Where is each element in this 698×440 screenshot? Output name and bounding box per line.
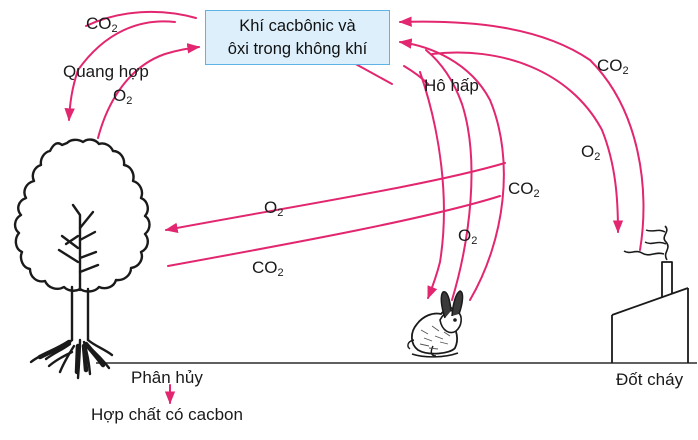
arrow-co2-to-tree [64, 20, 176, 122]
arrow-o2-atmosphere-to-factory [431, 51, 624, 234]
atmosphere-box-line1: Khí cacbônic và [239, 17, 356, 36]
arrow-co2-rabbit-secondary [425, 49, 473, 301]
label-o2-rabbit: O2 [458, 226, 478, 247]
label-o2-tree-output: O2 [113, 86, 133, 107]
arrow-co2-factory-to-atmosphere [398, 16, 645, 251]
label-co2-rabbit: CO2 [508, 179, 540, 200]
atmosphere-box: Khí cacbônic và ôxi trong không khí [205, 10, 390, 65]
arrow-o2-to-tree-horizontal [164, 162, 506, 233]
arrow-fragment-respiration-b [351, 61, 393, 85]
arrow-co2-upper-left-entry [85, 10, 197, 27]
label-co2-right: CO2 [597, 56, 629, 77]
factory-figure [611, 225, 689, 363]
label-photosynthesis: Quang hợp [63, 62, 149, 81]
tree-root-detail [37, 339, 106, 375]
label-respiration: Hô hấp [424, 76, 479, 95]
arrow-co2-rabbit-to-atmosphere [398, 38, 505, 301]
arrow-fragment-respiration-a [403, 65, 429, 85]
arrow-o2-tree-to-atmosphere [97, 43, 201, 139]
label-co2-tree-input: CO2 [86, 14, 118, 35]
label-carbon-compounds: Hợp chất có cacbon [91, 405, 243, 424]
rabbit-figure [407, 290, 464, 358]
label-o2-right: O2 [581, 142, 601, 163]
label-decomposition: Phân hủy [131, 368, 203, 387]
atmosphere-box-line2: ôxi trong không khí [227, 39, 368, 58]
label-o2-mid-left: O2 [264, 198, 284, 219]
arrow-co2-from-tree-horizontal [167, 195, 501, 267]
label-co2-mid-left: CO2 [252, 258, 284, 279]
label-combustion: Đốt cháy [616, 370, 684, 389]
arrow-o2-atmosphere-to-rabbit [419, 71, 445, 300]
